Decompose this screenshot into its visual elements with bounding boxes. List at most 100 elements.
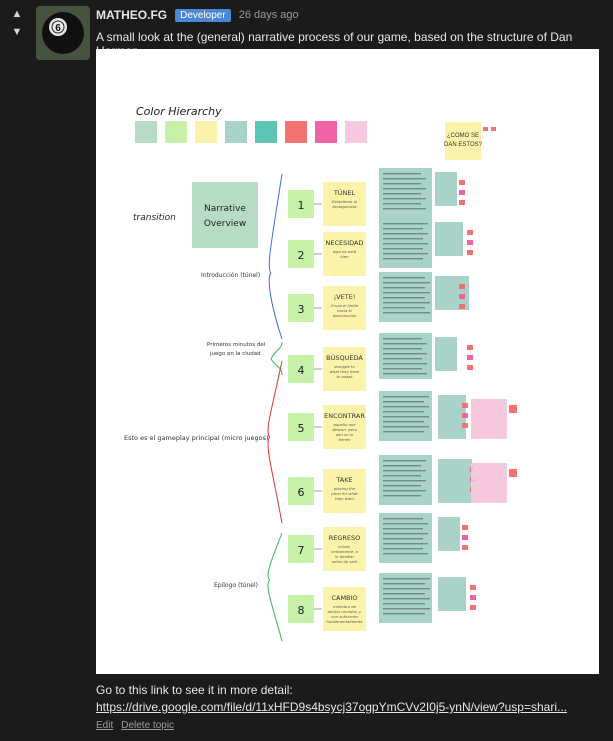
epilogue-brace: [267, 532, 283, 642]
side-note: [438, 459, 472, 503]
note-text-line: [383, 368, 422, 370]
mini-note: [483, 127, 488, 131]
step-number: 4: [298, 364, 305, 377]
note-text-line: [383, 343, 427, 345]
mini-note: [459, 304, 465, 309]
mini-note: [462, 403, 468, 408]
mini-note: [459, 190, 465, 195]
step-subtitle: antes de salir: [332, 559, 358, 564]
post-actions: Edit Delete topic: [96, 720, 174, 731]
step-number-box: [288, 535, 314, 563]
mini-note: [467, 230, 473, 235]
note-text-line: [383, 470, 426, 472]
mini-note: [459, 180, 465, 185]
step-subtitle: fundamentalmente: [326, 619, 363, 624]
mini-note: [462, 423, 468, 428]
step-subtitle: tienen: [338, 437, 351, 442]
step-number-box: [288, 477, 314, 505]
step-subtitle: Estableces al: [332, 199, 358, 204]
note-text-line: [383, 363, 427, 365]
intro-brace: [268, 173, 283, 340]
step-subtitle: price for what: [330, 491, 358, 496]
step-subtitle: hacia lo: [337, 308, 352, 313]
mini-note: [491, 127, 496, 131]
developer-badge: Developer: [175, 8, 231, 22]
step-number-box: [288, 294, 314, 322]
step-note: [323, 527, 366, 571]
note-text-line: [383, 223, 428, 225]
step-number: 8: [298, 604, 305, 617]
note-text-line: [383, 465, 421, 467]
eight-ball-avatar-icon: 6: [36, 6, 90, 60]
note-text-line: [383, 608, 430, 610]
section-label-intro: Introducción (túnel): [201, 272, 260, 279]
step-number: 2: [298, 249, 305, 262]
note-text-line: [383, 401, 424, 403]
step-title: BÚSQUEDA: [326, 353, 363, 362]
downvote-button[interactable]: ▼: [11, 26, 23, 38]
mini-note: [470, 595, 476, 600]
note-text-line: [383, 198, 426, 200]
drive-link[interactable]: https://drive.google.com/file/d/11xHFD9s…: [96, 700, 567, 714]
step-number-box: [288, 595, 314, 623]
note-text-line: [383, 282, 430, 284]
note-text-line: [383, 460, 426, 462]
upvote-button[interactable]: ▲: [11, 8, 23, 20]
gameplay-brace: [267, 360, 283, 524]
mini-note: [470, 605, 476, 610]
mini-note: [462, 525, 468, 530]
narrative-diagram: Color Hierarchy ¿COMO SE DAN ESTOS? Narr…: [124, 105, 517, 642]
color-swatch: [165, 121, 187, 143]
note-text-line: [383, 598, 430, 600]
note-text-line: [383, 373, 427, 375]
note-text-line: [383, 178, 426, 180]
step-subtitle: lo familiar: [335, 554, 354, 559]
step-subtitle: con suficiente: [331, 614, 358, 619]
delete-topic-button[interactable]: Delete topic: [121, 720, 175, 731]
color-swatches: [135, 121, 367, 143]
side-note: [435, 337, 457, 371]
note-text-line: [383, 193, 421, 195]
username[interactable]: MATHEO.FG: [96, 8, 168, 22]
note-text-line: [383, 248, 423, 250]
step-number-box: [288, 413, 314, 441]
transition-label: transition: [133, 213, 176, 223]
section-label-city-2: juego en la ciudad: [209, 351, 261, 357]
side-note: [435, 172, 457, 206]
vote-controls: ▲ ▼: [8, 6, 28, 42]
step-number-box: [288, 240, 314, 268]
step-subtitle: struggle to: [334, 364, 355, 369]
step-subtitle: desean, pero: [332, 427, 358, 432]
narrative-diagram-image[interactable]: Color Hierarchy ¿COMO SE DAN ESTOS? Narr…: [96, 49, 599, 674]
step-title: TÚNEL: [333, 188, 356, 197]
step-subtitle: volver,: [338, 544, 351, 549]
mini-note: [467, 365, 473, 370]
ball-number: 6: [55, 23, 61, 34]
mini-note: [467, 250, 473, 255]
note-text-line: [383, 353, 427, 355]
note-text-line: [383, 188, 426, 190]
description-note: [379, 333, 432, 379]
avatar[interactable]: 6: [36, 6, 90, 60]
note-text-line: [383, 603, 425, 605]
edit-button[interactable]: Edit: [96, 720, 114, 731]
side-note: [438, 395, 466, 439]
step-note: [323, 405, 366, 449]
note-text-line: [383, 518, 423, 520]
note-text-line: [383, 426, 429, 428]
mini-note: [459, 200, 465, 205]
step-note: [323, 232, 366, 276]
note-text-line: [383, 490, 426, 492]
mini-note: [459, 284, 465, 289]
section-label-gameplay: Esto es el gameplay principal (micro jue…: [124, 434, 269, 442]
note-text-line: [383, 287, 425, 289]
step-subtitle: what they have: [330, 369, 360, 374]
color-swatch: [345, 121, 367, 143]
step-title: ¡VETE!: [334, 293, 356, 301]
